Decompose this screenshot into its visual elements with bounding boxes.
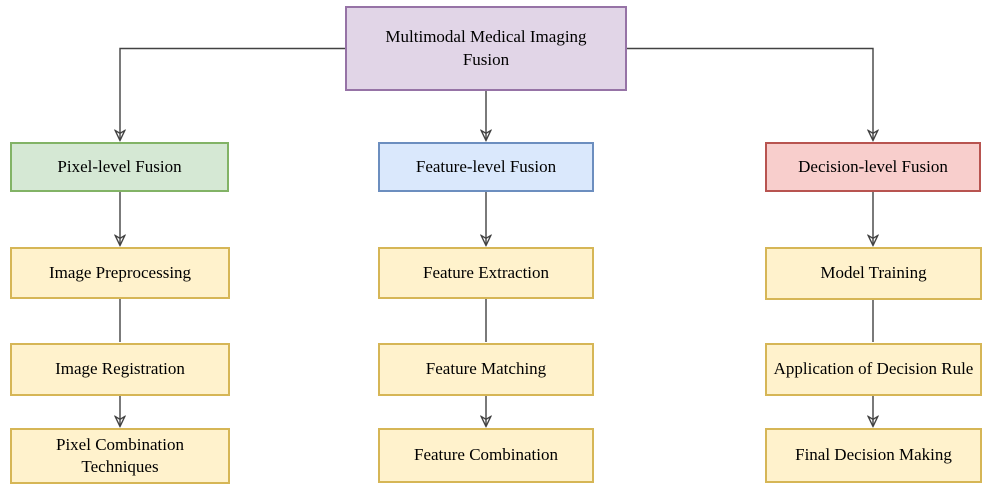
branch-node-label: Feature-level Fusion bbox=[415, 156, 557, 176]
node-final-decision-making: Final Decision Making bbox=[765, 428, 982, 483]
node-feature-combination: Feature Combination bbox=[378, 428, 594, 483]
step-node-label: Image Registration bbox=[55, 359, 185, 379]
step-node-label: Feature Extraction bbox=[422, 262, 550, 282]
node-image-registration: Image Registration bbox=[10, 343, 230, 396]
root-node-label: Multimodal Medical Imaging Fusion bbox=[385, 27, 587, 69]
node-pixel-combination-techniques: Pixel Combination Techniques bbox=[10, 428, 230, 484]
arrow-root-to-decision-level bbox=[627, 47, 873, 140]
node-feature-level-fusion: Feature-level Fusion bbox=[378, 142, 594, 192]
arrow-root-to-pixel-level bbox=[120, 47, 345, 140]
node-feature-matching: Feature Matching bbox=[378, 343, 594, 396]
step-node-label: Pixel Combination Techniques bbox=[56, 434, 184, 476]
step-node-label: Model Training bbox=[820, 263, 927, 283]
node-application-of-decision-rule: Application of Decision Rule bbox=[765, 343, 982, 396]
step-node-label: Feature Matching bbox=[425, 359, 547, 379]
node-feature-extraction: Feature Extraction bbox=[378, 247, 594, 299]
step-node-label: Final Decision Making bbox=[795, 445, 952, 465]
branch-node-label: Decision-level Fusion bbox=[798, 156, 948, 176]
node-model-training: Model Training bbox=[765, 247, 982, 300]
node-multimodal-medical-imaging-fusion: Multimodal Medical Imaging Fusion bbox=[345, 6, 627, 91]
node-decision-level-fusion: Decision-level Fusion bbox=[765, 142, 981, 192]
step-node-label: Application of Decision Rule bbox=[773, 359, 974, 379]
branch-node-label: Pixel-level Fusion bbox=[57, 156, 182, 176]
node-image-preprocessing: Image Preprocessing bbox=[10, 247, 230, 299]
step-node-label: Image Preprocessing bbox=[48, 262, 192, 282]
node-pixel-level-fusion: Pixel-level Fusion bbox=[10, 142, 229, 192]
step-node-label: Feature Combination bbox=[413, 445, 558, 465]
